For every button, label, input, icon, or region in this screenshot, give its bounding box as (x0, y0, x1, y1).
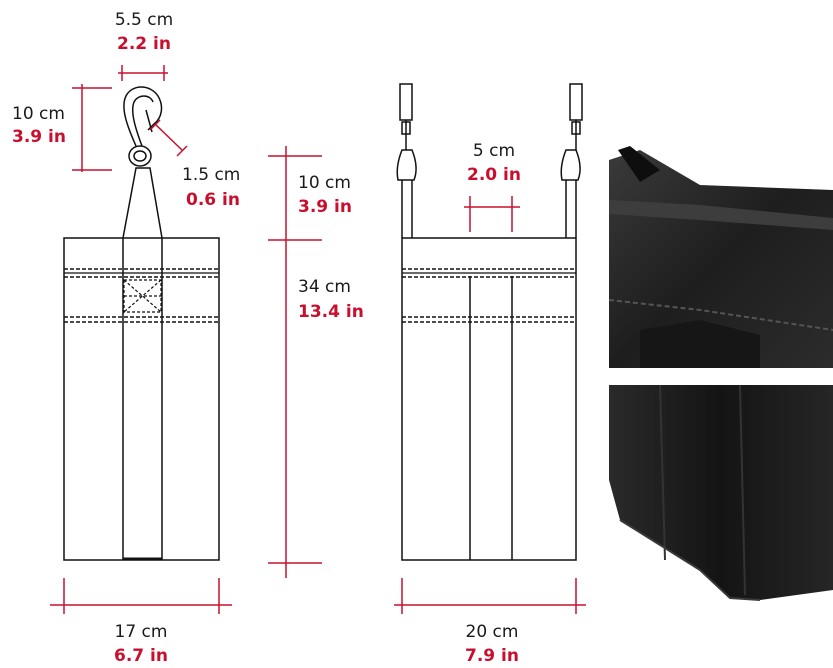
bag-height-cm: 34 cm (298, 277, 351, 297)
dim-vertical (268, 146, 322, 578)
hook-height-in: 3.9 in (12, 127, 66, 147)
snap-hook (123, 86, 163, 147)
side-right-strap (560, 83, 583, 238)
dim-hook-width (118, 65, 168, 81)
dimension-lines (50, 65, 586, 614)
bag-height-in: 13.4 in (298, 302, 364, 322)
front-bag-body (63, 237, 220, 561)
photo-top (608, 140, 833, 368)
front-view (63, 86, 220, 561)
hook-loop-cm: 1.5 cm (182, 165, 241, 185)
dim-side-width (394, 578, 586, 614)
side-view (396, 83, 583, 561)
front-width-in: 6.7 in (114, 646, 168, 666)
side-width-in: 7.9 in (465, 646, 519, 666)
hook-width-cm: 5.5 cm (114, 10, 174, 30)
side-bag-body (401, 237, 577, 561)
side-width-cm: 20 cm (465, 622, 519, 642)
dim-front-width (50, 578, 232, 614)
front-width-cm: 17 cm (114, 622, 168, 642)
photo-bottom (609, 384, 833, 668)
strap-height-cm: 10 cm (298, 173, 351, 193)
strap-width-in: 2.0 in (467, 165, 521, 185)
dim-hook-loop (149, 119, 188, 157)
box-x-stitch (123, 279, 162, 313)
side-left-strap (396, 83, 417, 238)
hook-width-in: 2.2 in (117, 34, 171, 54)
strap-height-in: 3.9 in (298, 197, 352, 217)
dim-strap-width (464, 196, 520, 232)
dim-hook-height (72, 84, 112, 172)
hook-height-cm: 10 cm (12, 104, 65, 124)
strap-width-cm: 5 cm (472, 141, 516, 161)
hook-loop-in: 0.6 in (186, 190, 240, 210)
